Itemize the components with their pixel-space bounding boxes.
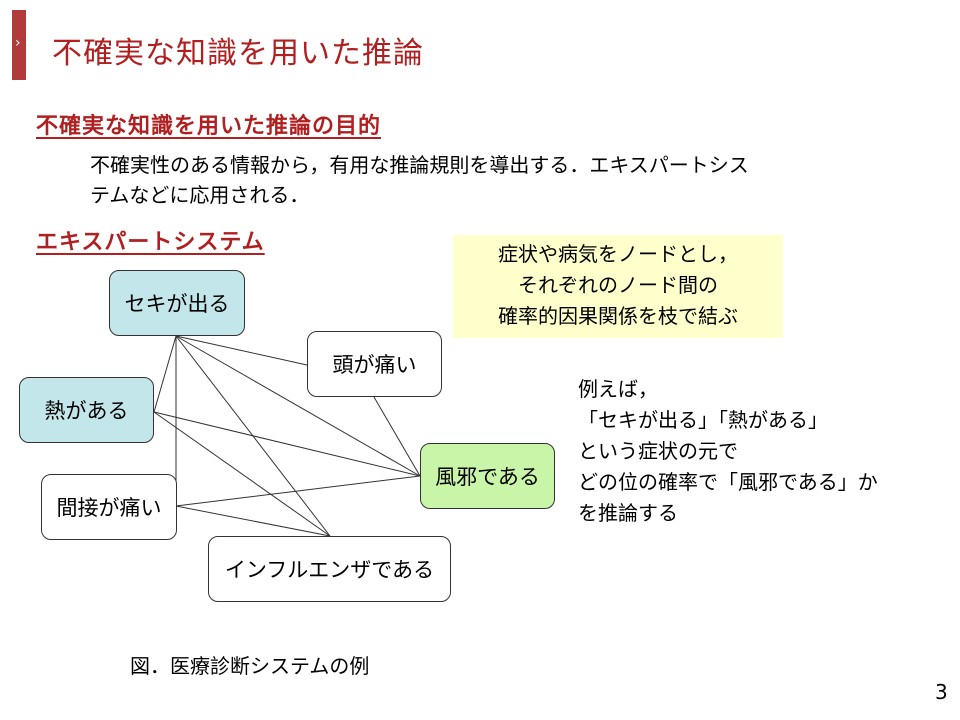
example-line-1: 例えば， [578,377,658,401]
edge-headache-cold [373,396,421,477]
page-number: 3 [935,680,948,704]
edge-fever-cold [153,411,421,477]
note-box: 症状や病気をノードとし， それぞれのノード間の 確率的因果関係を枝で結ぶ [453,235,783,338]
section-heading-expert-system: エキスパートシステム [36,230,265,255]
purpose-line-2: テムなどに応用される． [90,183,310,207]
node-influenza: インフルエンザである [208,536,451,602]
edge-joint-influenza [175,505,331,537]
title-accent-bar [12,10,26,80]
example-line-4: どの位の確率で「風邪である」か [578,470,878,494]
note-line-1: 症状や病気をノードとし， [498,242,738,266]
node-joint-pain: 間接が痛い [41,474,177,540]
section-heading-purpose: 不確実な知識を用いた推論の目的 [36,114,382,139]
example-text: 例えば， 「セキが出る」「熱がある」 という症状の元で どの位の確率で「風邪であ… [578,374,878,529]
node-headache: 頭が痛い [307,331,442,397]
example-line-3: という症状の元で [578,439,738,463]
purpose-line-1: 不確実性のある情報から，有用な推論規則を導出する．エキスパートシス [90,153,749,177]
edge-joint-cold [175,475,421,507]
node-cold: 風邪である [420,443,555,509]
slide-title: 不確実な知識を用いた推論 [52,36,424,71]
node-fever: 熱がある [19,377,154,443]
figure-caption: 図．医療診断システムの例 [130,654,370,678]
purpose-text: 不確実性のある情報から，有用な推論規則を導出する．エキスパートシス テムなどに応… [90,150,910,210]
edge-cough-headache [175,335,308,366]
note-line-2: それぞれのノード間の [518,273,718,297]
edge-cough-fever [153,335,177,413]
node-cough: セキが出る [109,270,245,336]
chevron-right-icon: › [15,35,21,51]
edge-fever-influenza [153,411,331,537]
note-line-3: 確率的因果関係を枝で結ぶ [498,304,738,328]
example-line-2: 「セキが出る」「熱がある」 [578,408,828,432]
edge-cough-cold [175,335,421,477]
example-line-5: を推論する [578,501,678,525]
